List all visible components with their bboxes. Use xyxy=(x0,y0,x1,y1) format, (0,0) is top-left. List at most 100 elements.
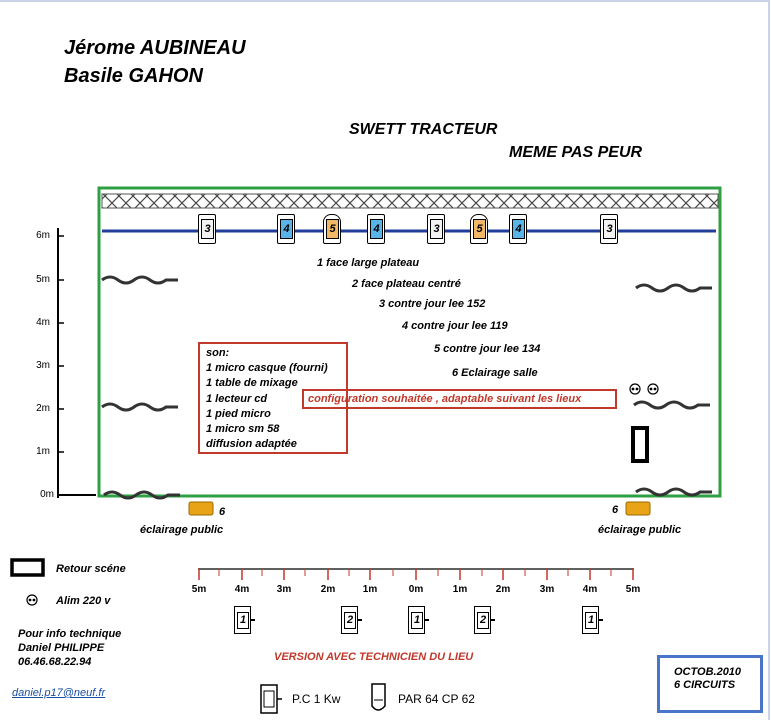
y-label-0m: 0m xyxy=(40,489,54,500)
ruler xyxy=(198,568,634,580)
front-light-handle xyxy=(490,619,495,621)
alim-legend-label: Alim 220 v xyxy=(56,595,111,607)
light-fixture-pc-icon: 3 xyxy=(427,214,445,244)
stage-monitor-icon xyxy=(631,426,649,463)
front-light-pc-icon: 1 xyxy=(582,606,603,634)
front-light-number: 2 xyxy=(477,612,489,629)
ruler-label: 1m xyxy=(452,584,468,595)
front-light-pc-icon: 2 xyxy=(341,606,362,634)
date-box: OCTOB.2010 6 CIRCUITS xyxy=(657,655,763,713)
light-fixture-pc-blue-icon: 4 xyxy=(277,214,295,244)
light-fixture-pc-blue-icon: 4 xyxy=(367,214,385,244)
circuit-5: 5 contre jour lee 134 xyxy=(434,343,541,355)
front-light-number: 1 xyxy=(237,612,249,629)
circuit-2: 2 face plateau centré xyxy=(352,278,461,290)
show-subtitle: MEME PAS PEUR xyxy=(509,144,643,161)
stage-border xyxy=(97,186,722,498)
light-fixture-pc-blue-icon: 4 xyxy=(509,214,527,244)
top-truss xyxy=(101,193,719,209)
sound-item: 1 micro sm 58 xyxy=(206,423,280,436)
authors: Jérome AUBINEAU Basile GAHON xyxy=(64,34,246,90)
y-axis-ticks xyxy=(58,235,96,496)
ruler-label: 4m xyxy=(582,584,598,595)
front-light-handle xyxy=(357,619,362,621)
light-number: 5 xyxy=(326,219,339,239)
light-fixture-pc-icon: 3 xyxy=(600,214,618,244)
version-note: VERSION AVEC TECHNICIEN DU LIEU xyxy=(274,651,474,663)
config-note: configuration souhaitée , adaptable suiv… xyxy=(302,389,617,409)
y-label-5m: 5m xyxy=(36,274,50,285)
pc-legend-icon xyxy=(260,684,282,714)
sound-title: son: xyxy=(206,347,230,359)
author-1: Jérome AUBINEAU xyxy=(64,37,246,59)
sound-item: 1 pied micro xyxy=(206,407,271,420)
light-fixture-par-icon: 5 xyxy=(470,214,488,244)
y-label-4m: 4m xyxy=(36,317,50,328)
front-light-pc-icon: 1 xyxy=(234,606,255,634)
y-label-3m: 3m xyxy=(36,360,50,371)
front-light-number: 1 xyxy=(585,612,597,629)
sound-equipment-box: son: 1 micro casque (fourni) 1 table de … xyxy=(198,342,348,454)
ruler-label: 0m xyxy=(408,584,424,595)
circuit-4: 4 contre jour lee 119 xyxy=(402,320,508,332)
light-fixture-par-icon: 5 xyxy=(323,214,341,244)
light-number: 5 xyxy=(473,219,486,239)
public-light-left-icon xyxy=(188,501,214,516)
contact-name: Daniel PHILIPPE xyxy=(18,642,105,654)
light-number: 3 xyxy=(430,219,443,239)
public-light-right-icon xyxy=(625,501,651,516)
y-label-2m: 2m xyxy=(36,403,50,414)
front-light-number: 2 xyxy=(344,612,356,629)
sound-item: diffusion adaptée xyxy=(206,438,297,451)
date-line: OCTOB.2010 xyxy=(674,666,742,678)
ruler-label: 4m xyxy=(234,584,250,595)
public-light-left-number: 6 xyxy=(219,506,226,518)
circuit-6: 6 Eclairage salle xyxy=(452,367,538,379)
ruler-label: 3m xyxy=(276,584,292,595)
sound-item: 1 micro casque (fourni) xyxy=(206,362,328,375)
y-label-6m: 6m xyxy=(36,230,50,241)
circuit-1: 1 face large plateau xyxy=(317,257,420,269)
front-light-handle xyxy=(598,619,603,621)
front-light-pc-icon: 2 xyxy=(474,606,495,634)
sound-item: 1 table de mixage xyxy=(206,377,298,390)
public-light-right-label: éclairage public xyxy=(598,524,682,536)
circuit-3: 3 contre jour lee 152 xyxy=(379,298,486,310)
ruler-label: 5m xyxy=(191,584,207,595)
retour-legend-icon xyxy=(10,558,45,577)
light-number: 3 xyxy=(603,219,616,239)
retour-legend-label: Retour scéne xyxy=(56,563,126,575)
author-2: Basile GAHON xyxy=(64,65,203,87)
par-legend-label: PAR 64 CP 62 xyxy=(398,692,475,706)
front-light-handle xyxy=(424,619,429,621)
front-light-pc-icon: 1 xyxy=(408,606,429,634)
show-title: SWETT TRACTEUR xyxy=(349,121,498,138)
pc-legend-label: P.C 1 Kw xyxy=(292,692,341,706)
contact-line: Pour info technique xyxy=(18,628,122,640)
ruler-label: 3m xyxy=(539,584,555,595)
public-light-left-label: éclairage public xyxy=(140,524,224,536)
par-legend-icon xyxy=(371,683,386,711)
ruler-label: 2m xyxy=(320,584,336,595)
side-curtains xyxy=(101,275,712,500)
light-number: 4 xyxy=(370,219,383,239)
public-light-right-number: 6 xyxy=(612,504,619,516)
email-link[interactable]: daniel.p17@neuf.fr xyxy=(12,687,106,699)
page-frame-right xyxy=(768,0,770,720)
page-frame-top xyxy=(0,0,768,2)
front-light-handle xyxy=(250,619,255,621)
ruler-label: 5m xyxy=(625,584,641,595)
front-light-number: 1 xyxy=(411,612,423,629)
light-number: 4 xyxy=(512,219,525,239)
ruler-label: 2m xyxy=(495,584,511,595)
light-number: 4 xyxy=(280,219,293,239)
ruler-label: 1m xyxy=(362,584,378,595)
alim-legend-icon xyxy=(26,594,38,606)
light-number: 3 xyxy=(201,219,214,239)
contact-phone: 06.46.68.22.94 xyxy=(18,656,92,668)
sound-item: 1 lecteur cd xyxy=(206,392,268,405)
circuits-line: 6 CIRCUITS xyxy=(674,679,736,691)
power-outlet-icon xyxy=(629,383,659,395)
y-label-1m: 1m xyxy=(36,446,50,457)
